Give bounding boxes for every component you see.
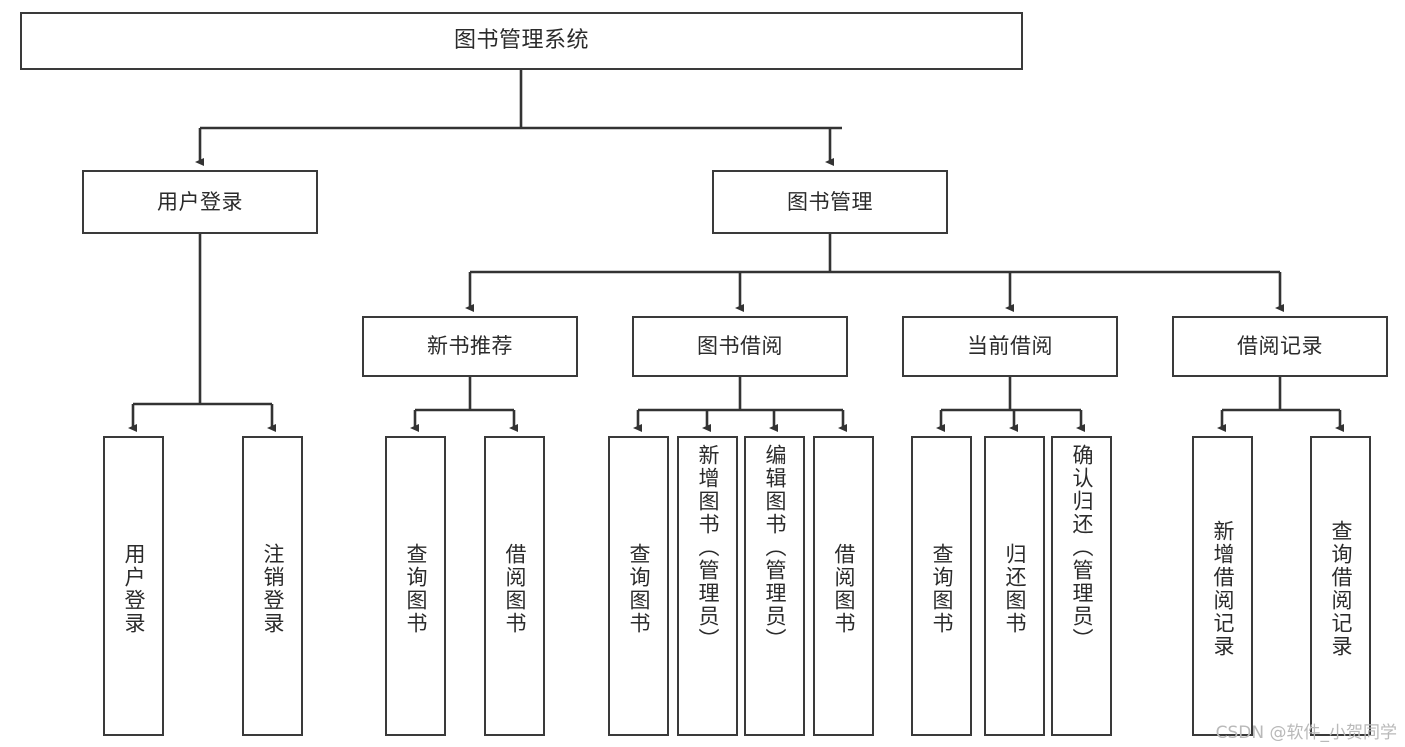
leaf-query-borrow-record-label: 查询借阅记录 [1329, 520, 1353, 658]
leaf-borrow-book-1[interactable]: 借阅图书 [484, 436, 545, 736]
leaf-query-book-3-label: 查询图书 [930, 543, 954, 635]
csdn-watermark: CSDN @软件_小贺同学 [1215, 723, 1397, 743]
leaf-add-book-admin[interactable]: 新增图书（管理员） [677, 436, 738, 736]
node-user-login-label: 用户登录 [157, 189, 243, 214]
node-book-borrow[interactable]: 图书借阅 [632, 316, 848, 377]
node-new-book-recommend[interactable]: 新书推荐 [362, 316, 578, 377]
node-root-label: 图书管理系统 [453, 28, 589, 54]
leaf-confirm-return-label: 确认归还（管理员） [1070, 444, 1094, 651]
leaf-add-borrow-record[interactable]: 新增借阅记录 [1192, 436, 1253, 736]
leaf-borrow-book-1-label: 借阅图书 [503, 543, 527, 635]
leaf-add-borrow-record-label: 新增借阅记录 [1211, 520, 1235, 658]
node-user-login[interactable]: 用户登录 [82, 170, 318, 234]
leaf-user-login[interactable]: 用户登录 [103, 436, 164, 736]
node-book-manage-label: 图书管理 [787, 189, 873, 214]
leaf-return-book[interactable]: 归还图书 [984, 436, 1045, 736]
leaf-borrow-book-2-label: 借阅图书 [832, 543, 856, 635]
node-borrow-record-label: 借阅记录 [1237, 334, 1323, 359]
node-current-borrow[interactable]: 当前借阅 [902, 316, 1118, 377]
node-new-book-recommend-label: 新书推荐 [427, 334, 513, 359]
node-book-manage[interactable]: 图书管理 [712, 170, 948, 234]
leaf-return-book-label: 归还图书 [1003, 543, 1027, 635]
leaf-query-borrow-record[interactable]: 查询借阅记录 [1310, 436, 1371, 736]
leaf-query-book-2[interactable]: 查询图书 [608, 436, 669, 736]
node-root[interactable]: 图书管理系统 [20, 12, 1023, 70]
node-current-borrow-label: 当前借阅 [967, 334, 1053, 359]
leaf-add-book-admin-label: 新增图书（管理员） [696, 444, 720, 651]
leaf-query-book-3[interactable]: 查询图书 [911, 436, 972, 736]
leaf-edit-book-admin-label: 编辑图书（管理员） [763, 444, 787, 651]
leaf-user-logout-label: 注销登录 [261, 543, 285, 635]
node-book-borrow-label: 图书借阅 [697, 334, 783, 359]
node-borrow-record[interactable]: 借阅记录 [1172, 316, 1388, 377]
leaf-borrow-book-2[interactable]: 借阅图书 [813, 436, 874, 736]
leaf-query-book-2-label: 查询图书 [627, 543, 651, 635]
leaf-query-book-1[interactable]: 查询图书 [385, 436, 446, 736]
leaf-confirm-return[interactable]: 确认归还（管理员） [1051, 436, 1112, 736]
leaf-user-logout[interactable]: 注销登录 [242, 436, 303, 736]
leaf-edit-book-admin[interactable]: 编辑图书（管理员） [744, 436, 805, 736]
leaf-query-book-1-label: 查询图书 [404, 543, 428, 635]
leaf-user-login-label: 用户登录 [122, 543, 146, 635]
